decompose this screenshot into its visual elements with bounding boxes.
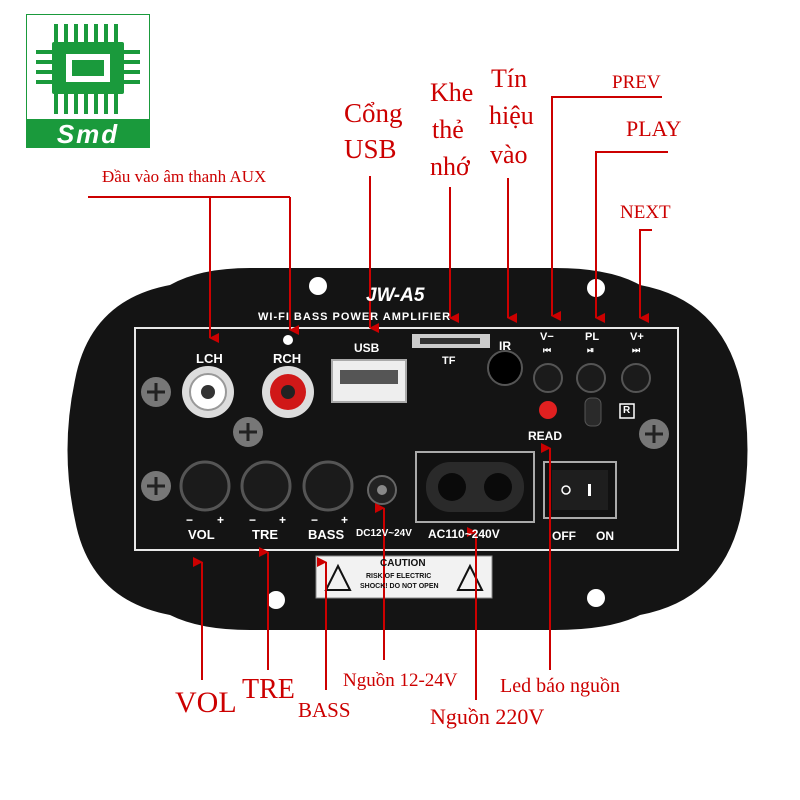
annotation-aux: Đầu vào âm thanh AUX	[102, 167, 267, 186]
next-label: V+	[630, 331, 644, 343]
caution-line2: SHOCK! DO NOT OPEN	[360, 583, 439, 590]
tre-plus: +	[279, 513, 287, 527]
prev-icon: ⏮	[543, 345, 552, 355]
tf-label: TF	[442, 355, 456, 367]
ac-label: AC110~240V	[428, 527, 500, 541]
bass-label: BASS	[308, 527, 345, 542]
logo-text: Smd	[26, 120, 150, 148]
bass-minus: −	[311, 513, 319, 527]
subtitle-label: WI-FI BASS POWER AMPLIFIER	[258, 311, 452, 323]
annotation-ir-line3: vào	[490, 140, 528, 169]
usb-label: USB	[354, 341, 380, 355]
play-icon: ⏯	[587, 345, 595, 355]
smd-logo: Smd	[25, 13, 151, 148]
annotation-bass: BASS	[298, 698, 351, 722]
annotation-vol: VOL	[175, 686, 237, 719]
annotation-dc: Nguồn 12-24V	[343, 670, 458, 691]
caution-title: CAUTION	[380, 558, 426, 569]
annotation-play: PLAY	[626, 116, 682, 141]
annotation-tf-line3: nhớ	[430, 152, 470, 181]
bass-plus: +	[341, 513, 349, 527]
annotation-ir-line2: hiệu	[489, 101, 534, 130]
lch-label: LCH	[196, 351, 223, 366]
play-label: PL	[585, 331, 600, 343]
vol-minus: −	[186, 513, 194, 527]
annotation-next: NEXT	[620, 202, 671, 223]
off-label: OFF	[552, 529, 576, 543]
annotation-ir-line1: Tín	[491, 64, 528, 93]
annotation-tf-line2: thẻ	[432, 115, 464, 144]
caution-line1: RISK OF ELECTRIC	[366, 573, 432, 580]
rch-label: RCH	[273, 351, 302, 366]
prev-label: V−	[540, 331, 554, 343]
screws	[141, 377, 669, 501]
annotation-usb-line1: Cổng	[344, 98, 403, 128]
knobs	[179, 460, 354, 512]
annotation-prev: PREV	[612, 72, 661, 93]
annotation-tf-line1: Khe	[430, 78, 474, 107]
model-label: JW-A5	[366, 285, 425, 306]
on-label: ON	[596, 529, 614, 543]
read-label: READ	[528, 429, 563, 443]
tre-label: TRE	[252, 527, 278, 542]
vol-label: VOL	[188, 527, 215, 542]
next-icon: ⏭	[632, 345, 641, 355]
annotation-ac: Nguồn 220V	[430, 704, 545, 729]
r-mark: R	[623, 405, 631, 416]
tre-minus: −	[249, 513, 257, 527]
vol-plus: +	[217, 513, 225, 527]
annotation-tre: TRE	[242, 674, 295, 705]
annotation-led: Led báo nguồn	[500, 675, 620, 697]
ir-label: IR	[499, 339, 511, 353]
annotation-usb-line2: USB	[344, 134, 397, 164]
chip-icon	[25, 13, 151, 121]
dc-label: DC12V~24V	[356, 528, 412, 539]
